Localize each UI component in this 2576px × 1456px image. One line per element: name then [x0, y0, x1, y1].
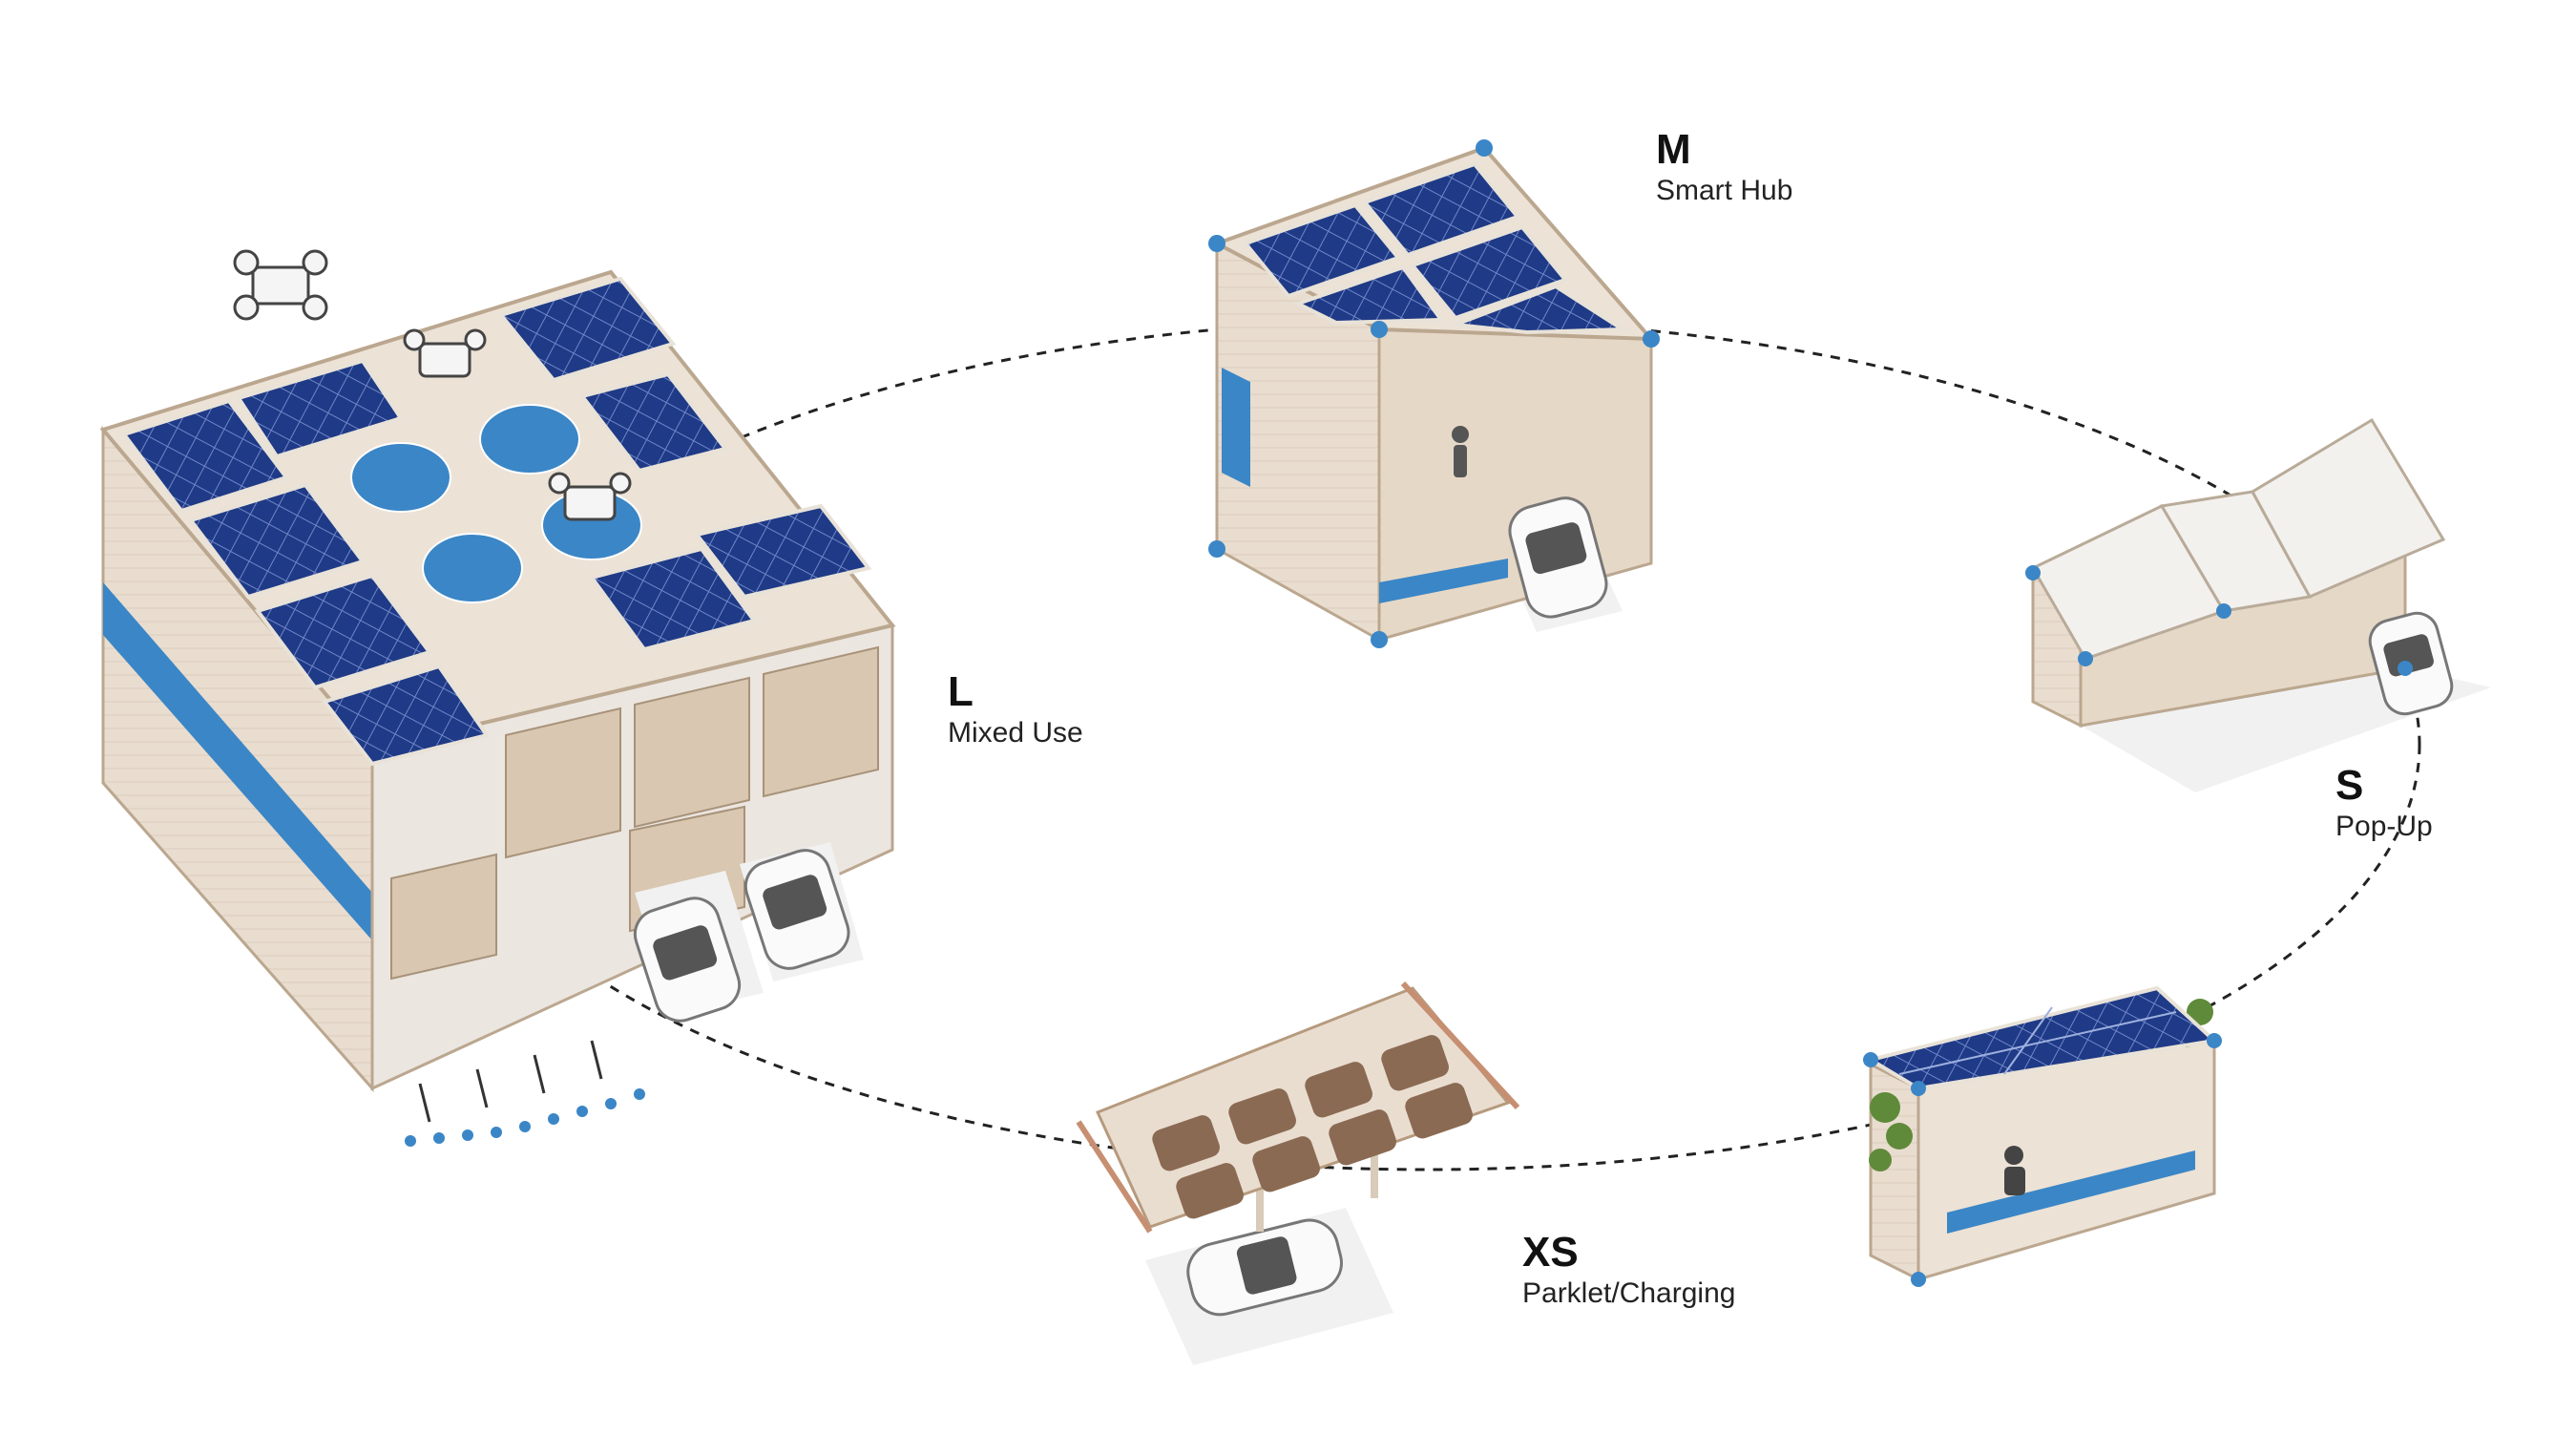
module-name: Parklet/Charging	[1522, 1277, 1736, 1309]
car-icon	[633, 897, 742, 1023]
module-size: M	[1656, 126, 1691, 173]
label-m-smart-hub: M Smart Hub	[1656, 126, 1792, 208]
bicycle-icon	[418, 1040, 603, 1123]
solar-panel-icon	[1242, 161, 1629, 335]
solar-panel-icon	[120, 276, 872, 767]
parklet-tiles	[1152, 1035, 1473, 1219]
blue-band-left	[103, 582, 372, 940]
label-l-mixed-use: L Mixed Use	[948, 668, 1083, 750]
module-name: Pop-Up	[2335, 811, 2433, 842]
canopy-frame-edge	[1076, 981, 1520, 1234]
module-name: Mixed Use	[948, 717, 1083, 749]
blue-band	[1379, 559, 1508, 603]
roof-x-bracing	[1898, 1006, 2177, 1075]
module-size: L	[948, 668, 974, 715]
car-icon	[1508, 496, 1608, 619]
drone-icon	[403, 328, 487, 378]
module-solar-parklet	[1863, 985, 2222, 1287]
person-icon	[1452, 426, 1469, 477]
module-l-mixed-use	[99, 249, 896, 1147]
car-icon	[1186, 1218, 1343, 1317]
canopy-posts	[1256, 1150, 1378, 1232]
connector-nodes	[1208, 139, 1660, 648]
module-name: Smart Hub	[1656, 175, 1793, 206]
connection-ring	[432, 318, 2421, 1171]
car-icon	[743, 849, 850, 970]
person-icon	[2004, 1146, 2025, 1195]
drone-icon	[233, 249, 328, 321]
canopy	[2030, 417, 2446, 661]
label-s-pop-up: S Pop-Up	[2335, 762, 2433, 844]
label-xs-parklet-charging: XS Parklet/Charging	[1522, 1229, 1735, 1311]
module-size: S	[2335, 762, 2364, 809]
module-s-pop-up	[2025, 417, 2491, 792]
module-size: XS	[1522, 1229, 1579, 1276]
connector-nodes	[1863, 1033, 2222, 1287]
blue-panel	[1222, 368, 1250, 487]
blue-band	[1947, 1150, 2195, 1234]
connector-nodes	[2025, 565, 2413, 676]
drone-icon	[548, 472, 632, 521]
window-grid	[390, 645, 879, 981]
module-m-smart-hub	[1208, 139, 1660, 648]
module-xs-parklet-charging	[1076, 981, 1520, 1365]
